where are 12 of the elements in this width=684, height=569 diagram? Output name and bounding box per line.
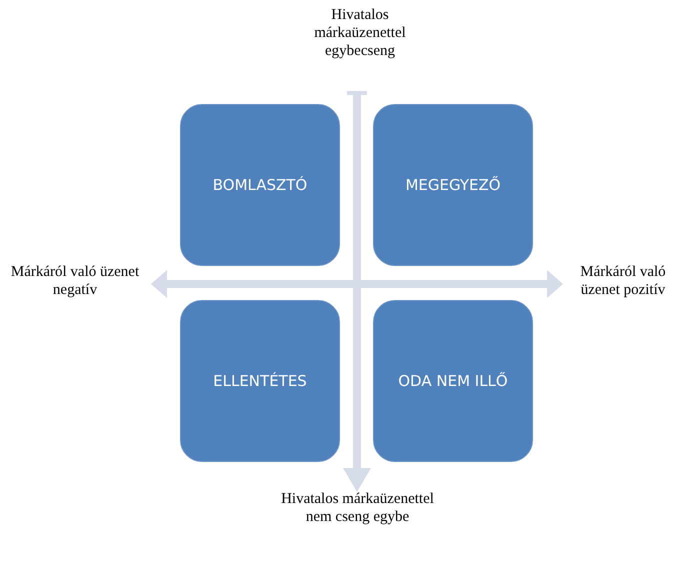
axis-label: Márkáról való üzenet pozitív [579,263,667,299]
quadrant-box [180,104,340,266]
quadrant-box [180,300,340,462]
quadrant-label: ELLENTÉTES [212,370,308,392]
quadrant-box [373,300,533,462]
quadrant-label: MEGEGYEZŐ [404,174,502,196]
axis-label: Hivatalos márkaüzenettel egybecseng [313,6,407,60]
axis-label: Márkáról való üzenet negatív [10,263,140,299]
quadrant-box [373,104,533,266]
quadrant-label: BOMLASZTÓ [212,174,308,196]
quadrant-label: ODA NEM ILLŐ [398,370,508,392]
axis-label: Hivatalos márkaüzenettel nem cseng egybe [280,490,435,526]
